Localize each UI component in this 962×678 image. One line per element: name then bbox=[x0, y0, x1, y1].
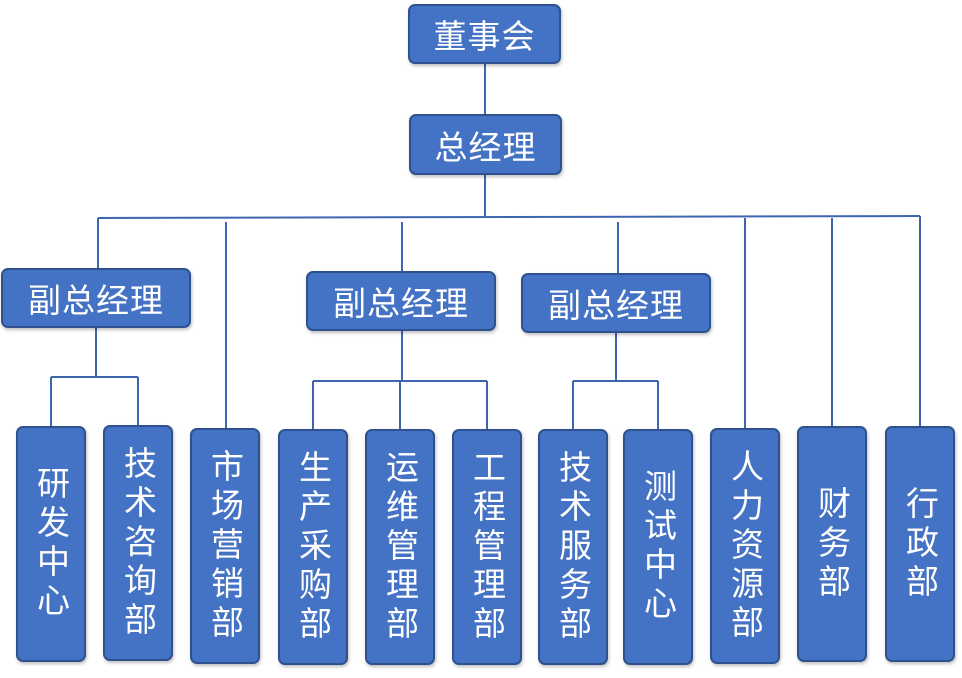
board-box: 董事会 bbox=[408, 4, 561, 64]
dept-box-operations: 运维管理部 bbox=[365, 429, 435, 665]
dept-box-finance: 财务部 bbox=[797, 426, 867, 662]
vice-manager-box-2: 副总经理 bbox=[306, 271, 496, 331]
dept-box-marketing: 市场营销部 bbox=[190, 428, 260, 664]
dept-box-administration: 行政部 bbox=[885, 426, 955, 662]
dept-box-rd-center: 研发中心 bbox=[16, 426, 86, 662]
dept-box-tech-service: 技术服务部 bbox=[538, 429, 608, 665]
vice-manager-box-3: 副总经理 bbox=[521, 273, 711, 333]
dept-box-engineering: 工程管理部 bbox=[452, 429, 522, 665]
dept-box-human-resources: 人力资源部 bbox=[710, 428, 780, 664]
dept-box-testing-center: 测试中心 bbox=[623, 429, 693, 665]
general-manager-box: 总经理 bbox=[409, 114, 562, 175]
dept-box-production-purchasing: 生产采购部 bbox=[278, 429, 348, 665]
vice-manager-box-1: 副总经理 bbox=[1, 268, 191, 328]
dept-box-tech-consulting: 技术咨询部 bbox=[103, 425, 173, 661]
